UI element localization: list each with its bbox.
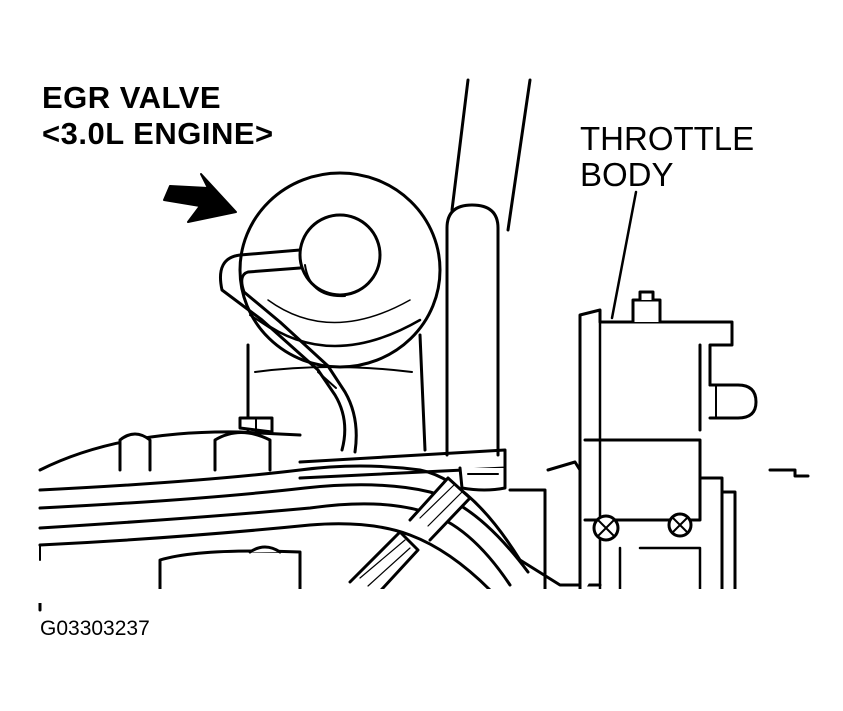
intake-manifold [38,416,302,612]
egr-pointer-arrow [163,173,237,223]
throttle-body [578,290,810,602]
throttle-label-line2: BODY [580,156,674,193]
fuel-lines [38,464,602,602]
vertical-hose [445,203,500,457]
egr-valve [238,171,442,452]
egr-engine-label: <3.0L ENGINE> [42,116,274,151]
throttle-label-line1: THROTTLE [580,120,755,157]
mounting-bracket [298,448,507,492]
figure-id: G03303237 [40,617,150,640]
throttle-leader-line [610,190,638,320]
background-tube [450,78,532,232]
lower-manifold [158,460,582,602]
vacuum-hose [219,248,358,454]
egr-valve-label: EGR VALVE [42,80,222,115]
